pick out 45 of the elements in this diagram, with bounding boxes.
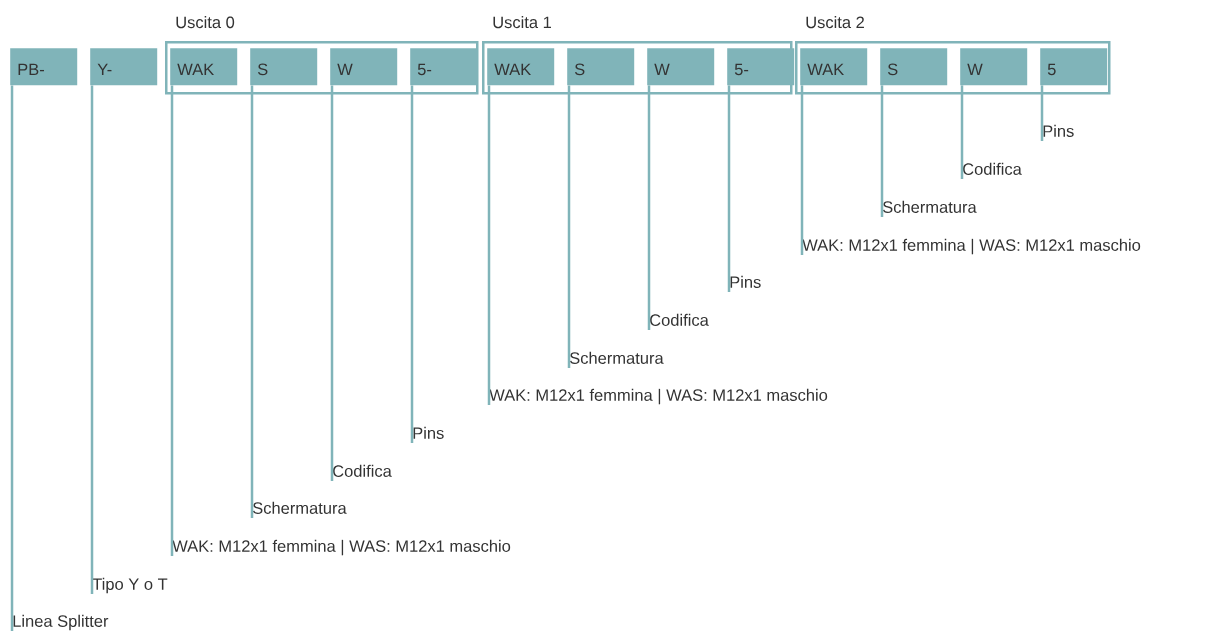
code-box: 5 xyxy=(1040,48,1108,86)
code-box: 5- xyxy=(727,48,795,86)
code-box: PB- xyxy=(10,48,78,86)
code-box: W xyxy=(647,48,715,86)
leader-label: Codifica xyxy=(963,162,1022,175)
leader-label: WAK: M12x1 femmina | WAS: M12x1 maschio xyxy=(802,238,1141,255)
code-box: WAK xyxy=(170,48,238,86)
group-heading: Uscita 2 xyxy=(806,16,864,29)
code-box: WAK xyxy=(487,48,555,86)
leader-label: WAK: M12x1 femmina | WAS: M12x1 maschio xyxy=(489,388,828,405)
leader-line xyxy=(250,85,254,518)
leader-line xyxy=(10,85,14,631)
leader-label: Schermatura xyxy=(882,200,977,213)
group-heading: Uscita 1 xyxy=(493,16,551,29)
leader-label: Pins xyxy=(730,275,761,288)
leader-line xyxy=(410,85,414,443)
leader-label: Schermatura xyxy=(252,501,347,514)
leader-line xyxy=(960,85,964,179)
leader-label: Codifica xyxy=(650,313,709,326)
code-box: WAK xyxy=(800,48,868,86)
code-box: 5- xyxy=(410,48,478,86)
code-box: Y- xyxy=(90,48,158,86)
leader-label: Pins xyxy=(1043,124,1074,137)
leader-line xyxy=(330,85,334,481)
leader-line xyxy=(567,85,571,368)
leader-line xyxy=(800,85,804,255)
leader-label: Pins xyxy=(413,426,444,439)
group-heading: Uscita 0 xyxy=(176,16,235,29)
leader-label: Tipo Y o T xyxy=(92,577,168,594)
leader-line xyxy=(90,85,94,594)
leader-label: Schermatura xyxy=(569,351,664,364)
leader-label: WAK: M12x1 femmina | WAS: M12x1 maschio xyxy=(172,539,511,556)
leader-line xyxy=(170,85,174,556)
code-box: W xyxy=(960,48,1028,86)
leader-label: Linea Splitter xyxy=(13,614,109,631)
code-box: S xyxy=(250,48,318,86)
leader-line xyxy=(880,85,884,217)
leader-label: Codifica xyxy=(333,464,392,477)
code-box: W xyxy=(330,48,398,86)
leader-line xyxy=(727,85,731,292)
leader-line xyxy=(487,85,491,405)
code-box: S xyxy=(567,48,635,86)
code-box: S xyxy=(880,48,948,86)
leader-line xyxy=(647,85,651,330)
leader-line xyxy=(1040,85,1044,141)
